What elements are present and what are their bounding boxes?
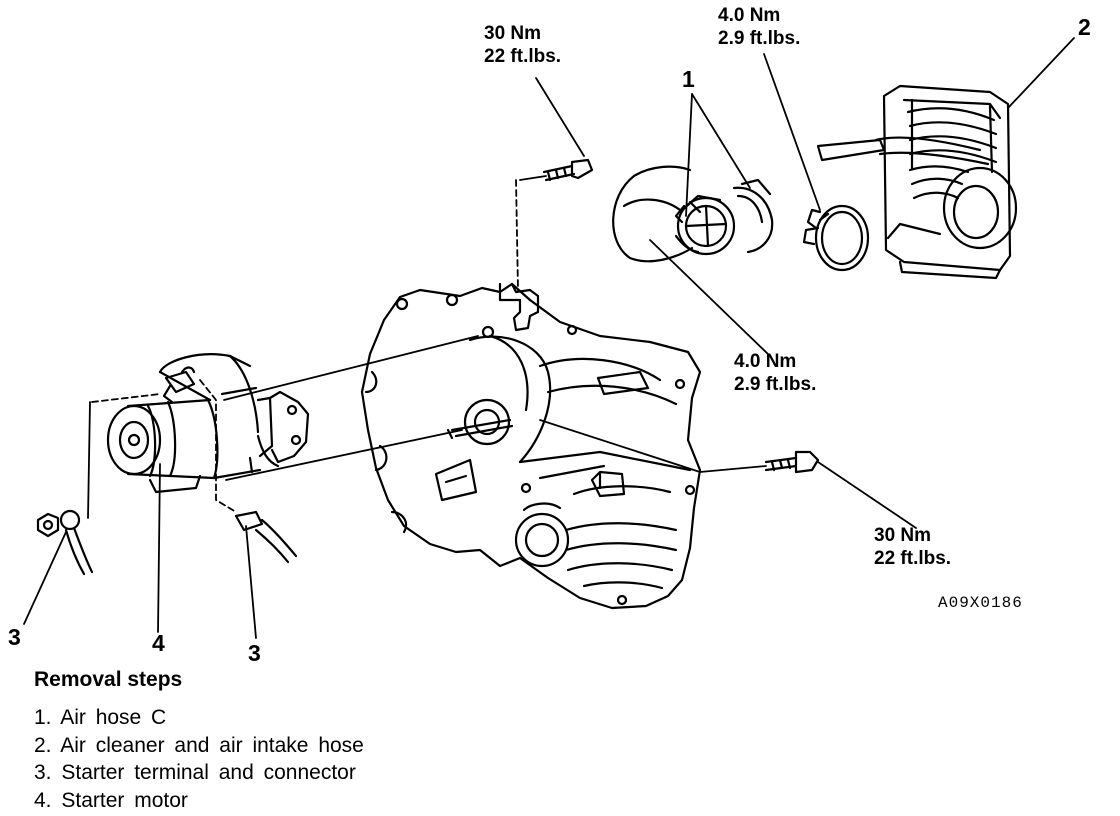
terminal-nut [36, 509, 94, 576]
clamp-right-torque-ftlbs: 2.9 ft.lbs. [718, 28, 801, 49]
side-bolt-torque-ftlbs: 22 ft.lbs. [874, 548, 952, 569]
top-bolt-torque-nm: 30 Nm [484, 23, 542, 44]
top-bolt-torque: 30 Nm 22 ft.lbs. [484, 22, 561, 68]
hose-clamp [802, 204, 870, 272]
clamp-center-torque: 4.0 Nm 2.9 ft.lbs. [734, 350, 816, 396]
figure-code: A09X0186 [938, 594, 1023, 612]
list-item: 4. Starter motor [34, 788, 188, 812]
top-bolt [542, 158, 594, 182]
callout-starter-motor: 4 [152, 630, 165, 656]
clamp-right-torque-nm: 4.0 Nm [718, 5, 781, 26]
callout-terminal: 3 [8, 624, 21, 650]
removal-steps-list: 1. Air hose C 2. Air cleaner and air int… [34, 704, 364, 814]
transaxle-case [360, 282, 702, 610]
side-bolt-torque-nm: 30 Nm [874, 525, 932, 546]
clamp-right-torque: 4.0 Nm 2.9 ft.lbs. [718, 4, 800, 50]
air-cleaner [816, 84, 1018, 280]
removal-steps-title: Removal steps [34, 668, 183, 691]
air-hose [612, 165, 774, 263]
side-bolt-torque: 30 Nm 22 ft.lbs. [874, 524, 951, 570]
clamp-center-torque-ftlbs: 2.9 ft.lbs. [734, 374, 817, 395]
list-item: 1. Air hose C [34, 706, 167, 729]
list-item: 2. Air cleaner and air intake hose [34, 733, 364, 757]
starter-motor [106, 353, 310, 494]
top-bolt-torque-ftlbs: 22 ft.lbs. [484, 46, 562, 67]
callout-air-cleaner: 2 [1078, 14, 1091, 40]
callout-connector: 3 [248, 640, 261, 666]
list-item: 3. Starter terminal and connector [34, 761, 356, 784]
callout-air-hose: 1 [682, 66, 695, 92]
connector [234, 510, 298, 564]
side-bolt [764, 450, 820, 474]
clamp-center-torque-nm: 4.0 Nm [734, 351, 797, 372]
alignment-lines [87, 175, 767, 519]
leader-lines [23, 37, 1075, 639]
